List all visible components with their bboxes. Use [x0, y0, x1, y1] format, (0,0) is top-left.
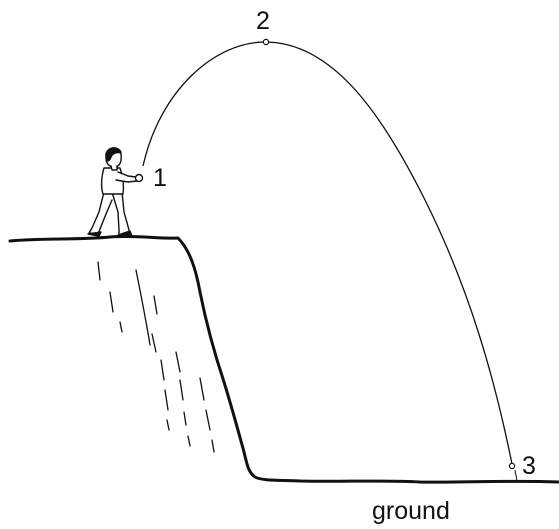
ground-label: ground [372, 497, 450, 525]
projectile-trajectory [142, 41, 513, 465]
point-1-label: 1 [153, 164, 167, 192]
point-3-marker [508, 462, 516, 470]
cliff-outline [8, 234, 559, 484]
point-2-marker [262, 38, 270, 46]
cliff-hatching [97, 261, 215, 453]
person-figure [87, 147, 144, 237]
point-3-label: 3 [522, 452, 536, 480]
point-3-tick [514, 469, 518, 482]
point-2-label: 2 [256, 7, 270, 35]
